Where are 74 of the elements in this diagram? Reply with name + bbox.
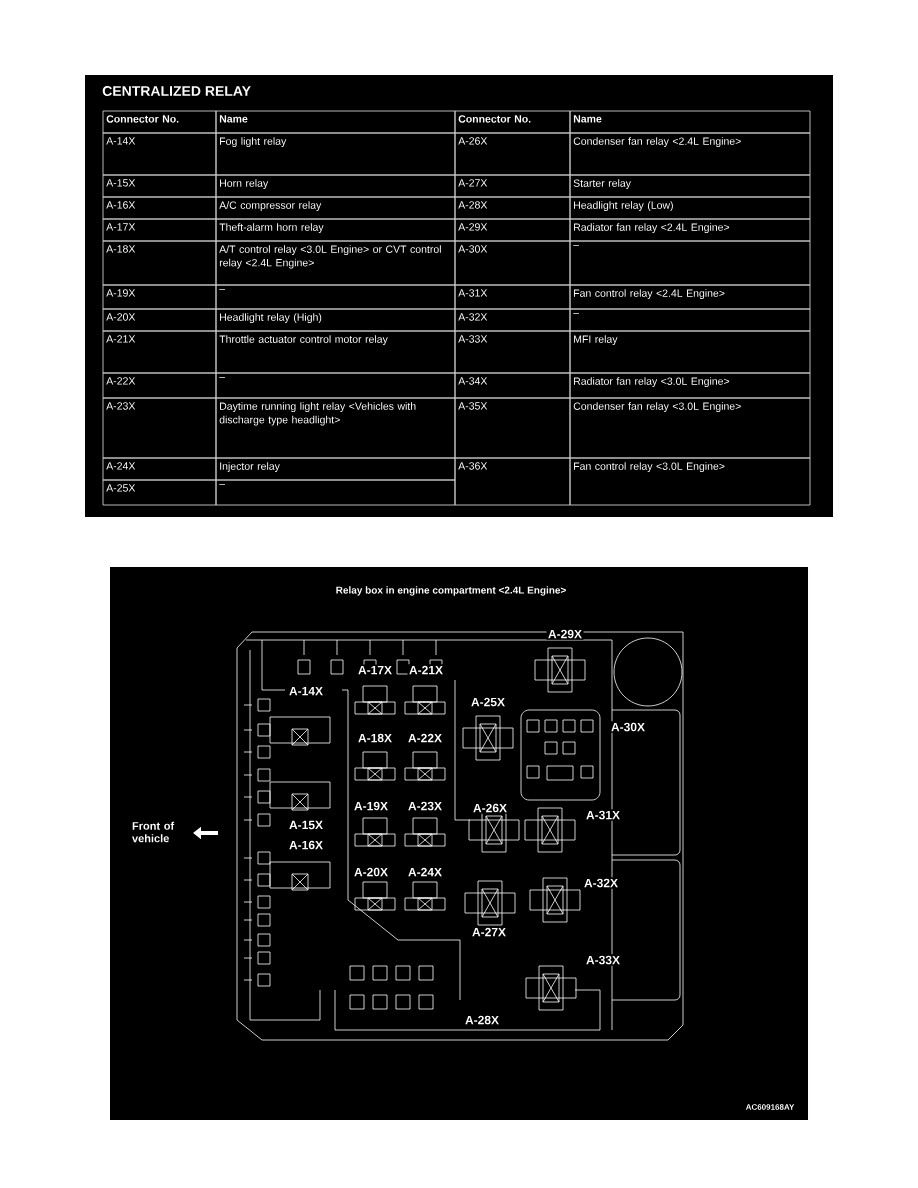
table-cell: Injector relay (215, 457, 456, 481)
table-cell: A-15X (102, 174, 217, 198)
table-cell: A-28X (454, 196, 571, 220)
table-header-cell: Connector No. (102, 110, 217, 134)
table-cell: A-35X (454, 397, 571, 459)
table-cell: A-34X (454, 372, 571, 399)
table-cell: Headlight relay (High) (215, 308, 456, 332)
connector-label: A-18X (356, 732, 394, 744)
table-cell: – (215, 479, 456, 506)
table-cell: A-14X (102, 132, 217, 176)
figure-code: AC609168AY (745, 1104, 795, 1110)
connector-label: A-22X (406, 732, 444, 744)
table-cell: – (215, 372, 456, 399)
table-cell: A-21X (102, 330, 217, 374)
table-cell: A-18X (102, 240, 217, 286)
connector-label: A-21X (407, 664, 445, 676)
connector-label: A-28X (463, 1014, 501, 1026)
direction-note: Front of vehicle (132, 821, 175, 843)
table-header-cell: Connector No. (454, 110, 571, 134)
connector-label: A-27X (470, 926, 508, 938)
table-cell: Condenser fan relay <2.4L Engine> (569, 132, 811, 176)
connector-label: A-19X (352, 800, 390, 812)
table-cell: A-24X (102, 457, 217, 481)
table-cell: MFI relay (569, 330, 811, 374)
table-cell: Headlight relay (Low) (569, 196, 811, 220)
table-cell: Fan control relay <2.4L Engine> (569, 284, 811, 310)
connector-label: A-14X (287, 685, 325, 697)
connector-label: A-23X (406, 800, 444, 812)
table-cell: Radiator fan relay <3.0L Engine> (569, 372, 811, 399)
table-cell: Fog light relay (215, 132, 456, 176)
table-cell: A-17X (102, 218, 217, 242)
connector-label: A-26X (471, 802, 509, 814)
table-title: CENTRALIZED RELAY (102, 86, 251, 96)
connector-label: A-32X (582, 877, 620, 889)
table-cell: A-16X (102, 196, 217, 220)
connector-label: A-17X (356, 664, 394, 676)
table-cell: A-23X (102, 397, 217, 459)
table-cell: A-22X (102, 372, 217, 399)
table-cell: – (569, 240, 811, 286)
table-cell: Fan control relay <3.0L Engine> (569, 457, 811, 506)
table-cell: A-32X (454, 308, 571, 332)
table-cell: A-31X (454, 284, 571, 310)
connector-label: A-31X (584, 809, 622, 821)
table-cell: A-20X (102, 308, 217, 332)
connector-label: A-24X (406, 866, 444, 878)
connector-label: A-25X (469, 696, 507, 708)
connector-label: A-20X (352, 866, 390, 878)
table-cell: A-33X (454, 330, 571, 374)
table-cell: A-27X (454, 174, 571, 198)
table-cell: – (569, 308, 811, 332)
table-header-cell: Name (569, 110, 811, 134)
table-cell: A-19X (102, 284, 217, 310)
table-header-cell: Name (215, 110, 456, 134)
table-cell: Horn relay (215, 174, 456, 198)
connector-label: A-15X (287, 819, 325, 831)
table-cell: Radiator fan relay <2.4L Engine> (569, 218, 811, 242)
table-cell: A-36X (454, 457, 571, 506)
table-cell: Condenser fan relay <3.0L Engine> (569, 397, 811, 459)
table-cell: Theft-alarm horn relay (215, 218, 456, 242)
connector-label: A-33X (584, 954, 622, 966)
table-cell: A-25X (102, 479, 217, 506)
connector-label: A-29X (546, 628, 584, 640)
diagram-heading: Relay box in engine compartment <2.4L Engine> (336, 586, 566, 596)
connector-label: A-16X (287, 839, 325, 851)
table-cell: A-29X (454, 218, 571, 242)
table-cell: Daytime running light relay <Vehicles with discharge type headlight> (215, 397, 456, 459)
connector-label: A-30X (609, 721, 647, 733)
table-cell: – (215, 284, 456, 310)
table-cell: A/C compressor relay (215, 196, 456, 220)
table-cell: Throttle actuator control motor relay (215, 330, 456, 374)
table-cell: A/T control relay <3.0L Engine> or CVT control relay <2.4L Engine> (215, 240, 456, 286)
table-cell: Starter relay (569, 174, 811, 198)
table-cell: A-26X (454, 132, 571, 176)
table-cell: A-30X (454, 240, 571, 286)
